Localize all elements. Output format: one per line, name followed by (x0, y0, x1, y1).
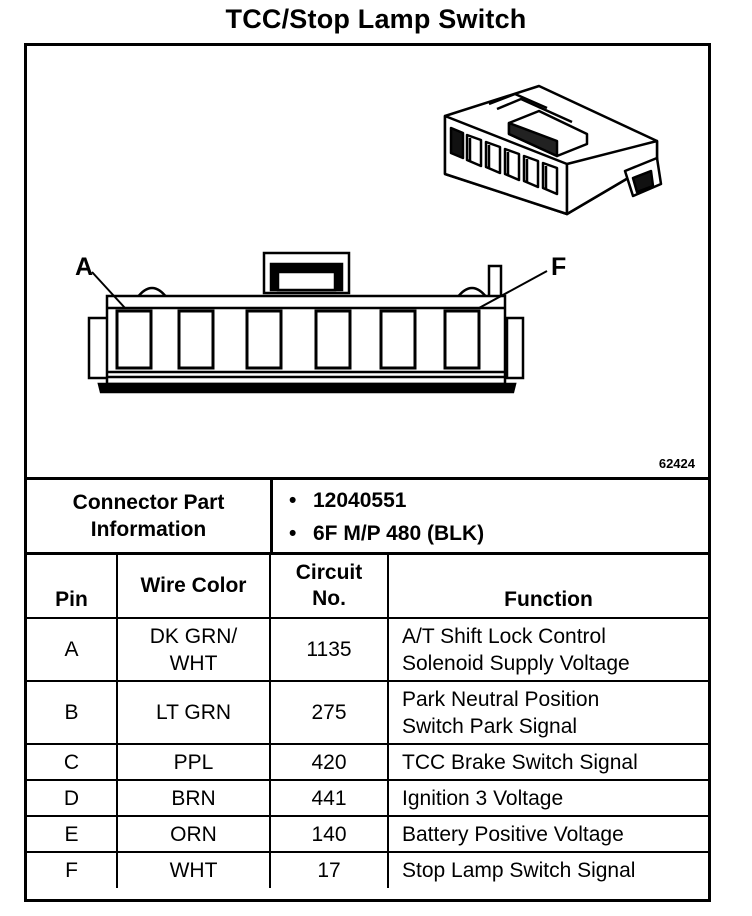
function-cell: Ignition 3 Voltage (387, 779, 708, 817)
wire-color-cell: LT GRN (116, 680, 271, 745)
connector-front-view (87, 251, 525, 394)
bullet: • (289, 489, 297, 512)
pin-cell: F (27, 851, 118, 888)
function-line: A/T Shift Lock Control (402, 624, 606, 648)
part-number-value: 12040551 (313, 489, 407, 512)
connector-info-label: Connector Part Information (27, 480, 273, 552)
wire-color-line: DK GRN/ (149, 624, 238, 648)
bullet: • (289, 522, 297, 545)
connector-3d-view (443, 84, 663, 216)
connector-part-info: Connector Part Information • 12040551 • 6F… (27, 480, 708, 555)
pin-cell: E (27, 815, 118, 853)
function-cell: Park Neutral Position Switch Park Signal (387, 680, 708, 745)
leader-line-f (478, 270, 548, 309)
callout-label-f: F (551, 253, 566, 281)
function-cell: Battery Positive Voltage (387, 815, 708, 853)
circuit-cell: 1135 (269, 617, 389, 682)
table-row: A DK GRN/ WHT 1135 A/T Shift Lock Contro… (27, 617, 708, 682)
connector-part-number: • 12040551 (289, 484, 484, 517)
circuit-cell: 275 (269, 680, 389, 745)
table-header-row: Pin Wire Color Circuit No. Function (27, 555, 708, 619)
pin-cell: D (27, 779, 118, 817)
connector-description: • 6F M/P 480 (BLK) (289, 517, 484, 550)
pinout-table: Pin Wire Color Circuit No. Function A DK… (27, 555, 708, 888)
callout-label-a: A (75, 253, 93, 281)
table-row: C PPL 420 TCC Brake Switch Signal (27, 743, 708, 781)
wire-color-cell: WHT (116, 851, 271, 888)
pin-cell: C (27, 743, 118, 781)
function-line: Switch Park Signal (402, 714, 578, 738)
header-circuit-no: Circuit No. (269, 555, 389, 619)
function-cell: A/T Shift Lock Control Solenoid Supply V… (387, 617, 708, 682)
pin-cell: A (27, 617, 118, 682)
wire-color-cell: DK GRN/ WHT (116, 617, 271, 682)
leader-line-a (91, 271, 126, 309)
connector-drawing: A F 62424 (27, 46, 708, 480)
header-circuit-line2: No. (312, 587, 346, 610)
function-cell: TCC Brake Switch Signal (387, 743, 708, 781)
table-row: B LT GRN 275 Park Neutral Position Switc… (27, 680, 708, 745)
wire-color-line: WHT (169, 651, 218, 675)
circuit-cell: 140 (269, 815, 389, 853)
header-function: Function (387, 555, 708, 619)
connector-illustration: A F (75, 84, 663, 394)
table-row: F WHT 17 Stop Lamp Switch Signal (27, 851, 708, 888)
connector-info-label-line2: Information (90, 518, 207, 541)
figure-number: 62424 (658, 456, 695, 471)
circuit-cell: 420 (269, 743, 389, 781)
header-pin: Pin (27, 555, 118, 619)
page-title: TCC/Stop Lamp Switch (225, 4, 527, 34)
function-line: Solenoid Supply Voltage (402, 651, 630, 675)
header-circuit-line1: Circuit (295, 561, 363, 584)
wire-color-cell: PPL (116, 743, 271, 781)
wire-color-cell: ORN (116, 815, 271, 853)
pin-cell: B (27, 680, 118, 745)
connector-info-label-line1: Connector Part (72, 491, 225, 514)
table-row: D BRN 441 Ignition 3 Voltage (27, 779, 708, 817)
function-cell: Stop Lamp Switch Signal (387, 851, 708, 888)
connector-description-value: 6F M/P 480 (BLK) (313, 522, 485, 545)
header-wire-color: Wire Color (116, 555, 271, 619)
connector-card: A F 62424 Connector Part Information • 12… (24, 43, 711, 902)
table-row: E ORN 140 Battery Positive Voltage (27, 815, 708, 853)
connector-info-values: • 12040551 • 6F M/P 480 (BLK) (289, 484, 484, 550)
wire-color-cell: BRN (116, 779, 271, 817)
function-line: Park Neutral Position (402, 687, 600, 711)
circuit-cell: 17 (269, 851, 389, 888)
circuit-cell: 441 (269, 779, 389, 817)
